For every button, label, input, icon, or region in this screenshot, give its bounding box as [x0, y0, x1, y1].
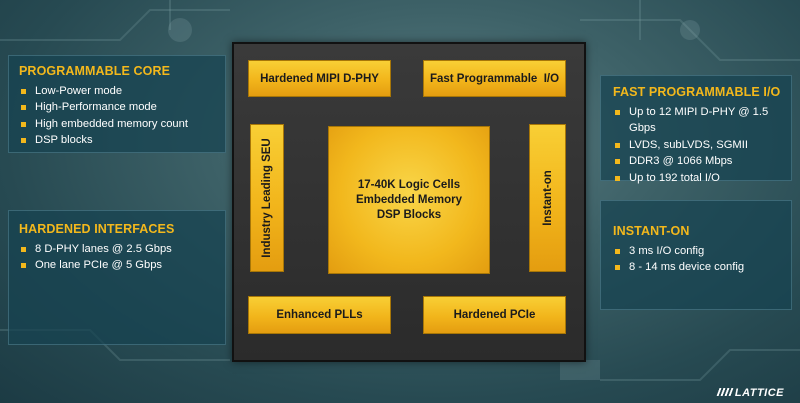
list-item: LVDS, subLVDS, SGMII: [613, 137, 791, 153]
block-label: Enhanced PLLs: [276, 309, 363, 321]
fast-programmable-io-list: Up to 12 MIPI D-PHY @ 1.5 Gbps LVDS, sub…: [613, 104, 791, 186]
hardened-interfaces-title: HARDENED INTERFACES: [19, 222, 175, 236]
list-item: One lane PCIe @ 5 Gbps: [19, 257, 225, 273]
fast-programmable-io-panel: FAST PROGRAMMABLE I/O Up to 12 MIPI D-PH…: [600, 75, 792, 184]
logo-text: LATTICE: [734, 387, 784, 399]
lattice-logo: LATTICE: [716, 387, 784, 399]
instant-on-panel: INSTANT-ON 3 ms I/O config 8 - 14 ms dev…: [600, 200, 792, 310]
block-hardened-mipi-dphy: Hardened MIPI D-PHY: [248, 60, 391, 97]
list-item: Low-Power mode: [19, 83, 225, 99]
programmable-core-panel: PROGRAMMABLE CORE Low-Power mode High-Pe…: [8, 55, 226, 153]
list-item: DSP blocks: [19, 132, 225, 148]
core-line: Embedded Memory: [355, 193, 463, 206]
block-label: Industry Leading SEU: [261, 138, 273, 258]
block-enhanced-plls: Enhanced PLLs: [248, 296, 391, 334]
core-line: DSP Blocks: [376, 208, 442, 221]
list-item: High-Performance mode: [19, 99, 225, 115]
block-industry-leading-seu: Industry Leading SEU: [250, 124, 284, 272]
core-line: 17-40K Logic Cells: [357, 178, 461, 191]
hardened-interfaces-panel: HARDENED INTERFACES 8 D-PHY lanes @ 2.5 …: [8, 210, 226, 345]
list-item: Up to 192 total I/O: [613, 170, 791, 186]
list-item: 8 D-PHY lanes @ 2.5 Gbps: [19, 241, 225, 257]
instant-on-list: 3 ms I/O config 8 - 14 ms device config: [613, 243, 791, 276]
block-hardened-pcie: Hardened PCIe: [423, 296, 566, 334]
list-item: Up to 12 MIPI D-PHY @ 1.5 Gbps: [613, 104, 791, 137]
programmable-core-title: PROGRAMMABLE CORE: [19, 64, 171, 78]
fpga-chip-diagram: Hardened MIPI D-PHY Fast Programmable I/…: [232, 42, 586, 362]
block-fast-programmable-io: Fast Programmable I/O: [423, 60, 566, 97]
list-item: DDR3 @ 1066 Mbps: [613, 153, 791, 169]
block-label: Fast Programmable I/O: [429, 72, 560, 85]
fast-programmable-io-title: FAST PROGRAMMABLE I/O: [613, 85, 781, 99]
block-instant-on: Instant-on: [529, 124, 566, 272]
list-item: High embedded memory count: [19, 116, 225, 132]
logo-mark-icon: [716, 388, 734, 396]
block-label: Hardened MIPI D-PHY: [260, 72, 379, 85]
block-logic-core: 17-40K Logic Cells Embedded Memory DSP B…: [328, 126, 490, 274]
block-label: Hardened PCIe: [453, 309, 536, 321]
list-item: 8 - 14 ms device config: [613, 259, 791, 275]
list-item: 3 ms I/O config: [613, 243, 791, 259]
instant-on-title: INSTANT-ON: [613, 224, 690, 238]
block-label: Instant-on: [541, 170, 554, 226]
programmable-core-list: Low-Power mode High-Performance mode Hig…: [19, 83, 225, 149]
hardened-interfaces-list: 8 D-PHY lanes @ 2.5 Gbps One lane PCIe @…: [19, 241, 225, 274]
